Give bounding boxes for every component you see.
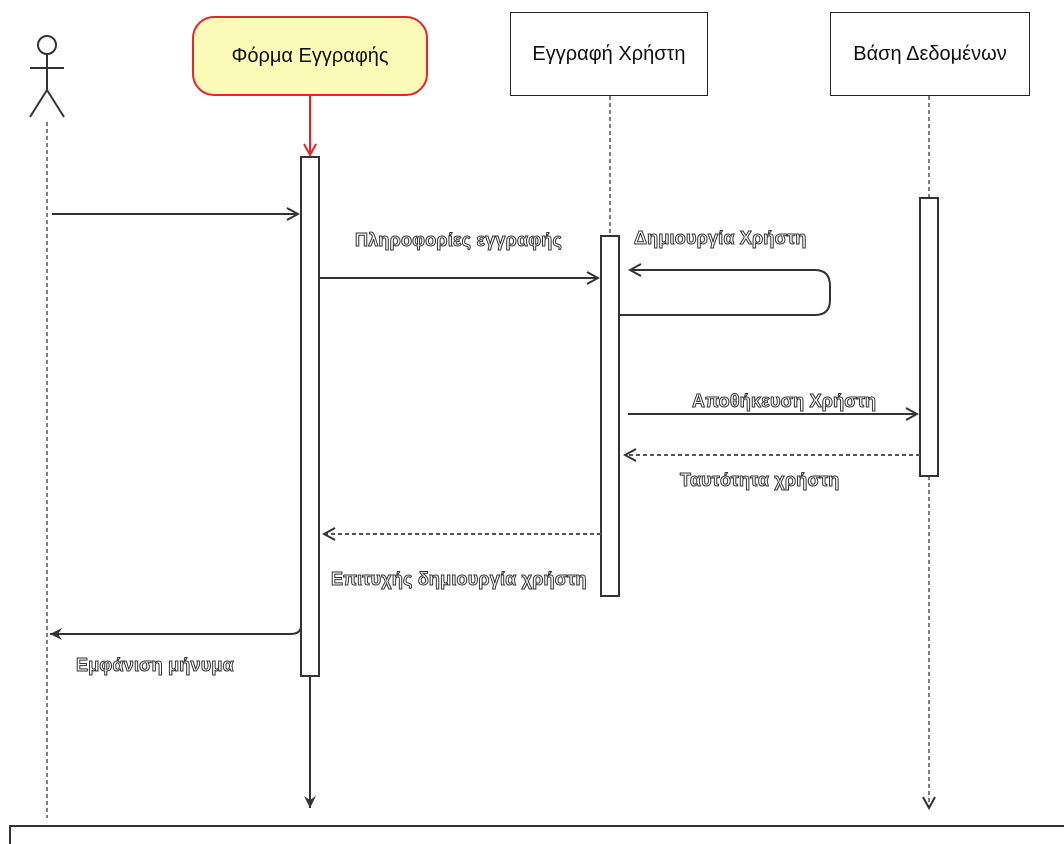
show-message-label: Εμφάνιση μήνυμα	[76, 655, 235, 676]
actor-icon	[29, 35, 65, 118]
store-user-label: Αποθήκευση Χρήστη	[691, 391, 877, 412]
registration-lifeline-header: Εγγραφή Χρήστη	[510, 12, 708, 96]
database-activation	[919, 197, 939, 477]
database-lifeline-header: Βάση Δεδομένων	[830, 12, 1030, 96]
create-user-self-arrow	[619, 270, 831, 316]
registration-activation	[600, 235, 620, 597]
create-user-label: Δημιουργία Χρήστη	[634, 228, 807, 249]
creation-success-label: Επιτυχής δημιουργία χρήστη	[331, 569, 587, 590]
form-lifeline-header: Φόρμα Εγγραφής	[192, 16, 428, 96]
bottom-frame	[9, 825, 1064, 844]
form-lifeline-title: Φόρμα Εγγραφής	[231, 44, 389, 67]
form-activation	[300, 156, 320, 677]
registration-info-label: Πληροφορίες εγγραφής	[354, 230, 563, 251]
user-id-label: Ταυτότητα χρήστη	[679, 470, 840, 491]
registration-lifeline-title: Εγγραφή Χρήστη	[532, 42, 686, 65]
database-lifeline-title: Βάση Δεδομένων	[853, 42, 1007, 65]
show-message-arrow	[50, 625, 302, 640]
